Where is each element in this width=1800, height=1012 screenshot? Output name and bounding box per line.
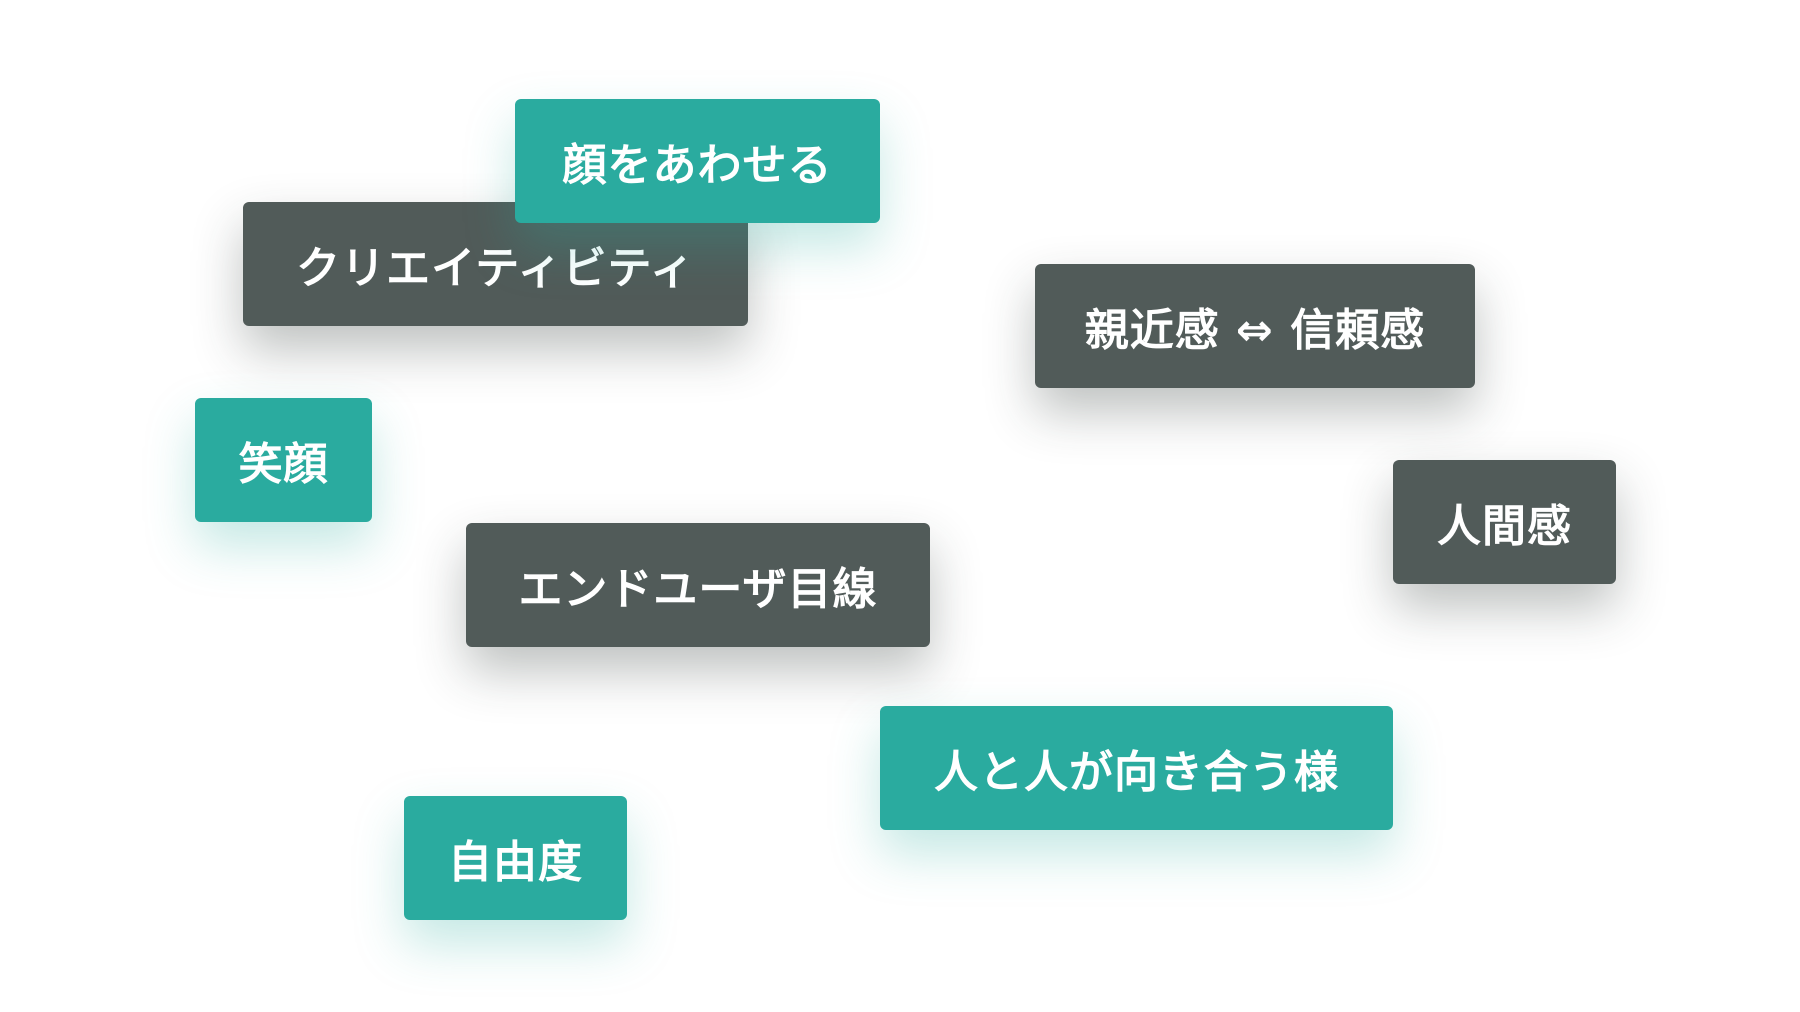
tag-label: 親近感 ⇔ 信頼感: [1084, 305, 1426, 356]
tag-label: エンドユーザ目線: [518, 564, 878, 615]
tag-smile: 笑顔: [195, 398, 372, 522]
tag-label: 人と人が向き合う様: [934, 747, 1339, 798]
tag-label: 顔をあわせる: [562, 140, 833, 191]
tag-people-facing-each-other: 人と人が向き合う様: [880, 706, 1393, 830]
tag-end-user-perspective: エンドユーザ目線: [466, 523, 930, 647]
tag-label: 人間感: [1437, 501, 1572, 552]
tag-label: 自由度: [448, 837, 583, 888]
tag-freedom: 自由度: [404, 796, 627, 920]
tag-label: 笑顔: [238, 439, 329, 490]
tag-face-to-face: 顔をあわせる: [515, 99, 880, 223]
tag-familiarity-trust: 親近感 ⇔ 信頼感: [1035, 264, 1475, 388]
tag-humanity: 人間感: [1393, 460, 1616, 584]
tag-label: クリエイティビティ: [296, 243, 695, 294]
